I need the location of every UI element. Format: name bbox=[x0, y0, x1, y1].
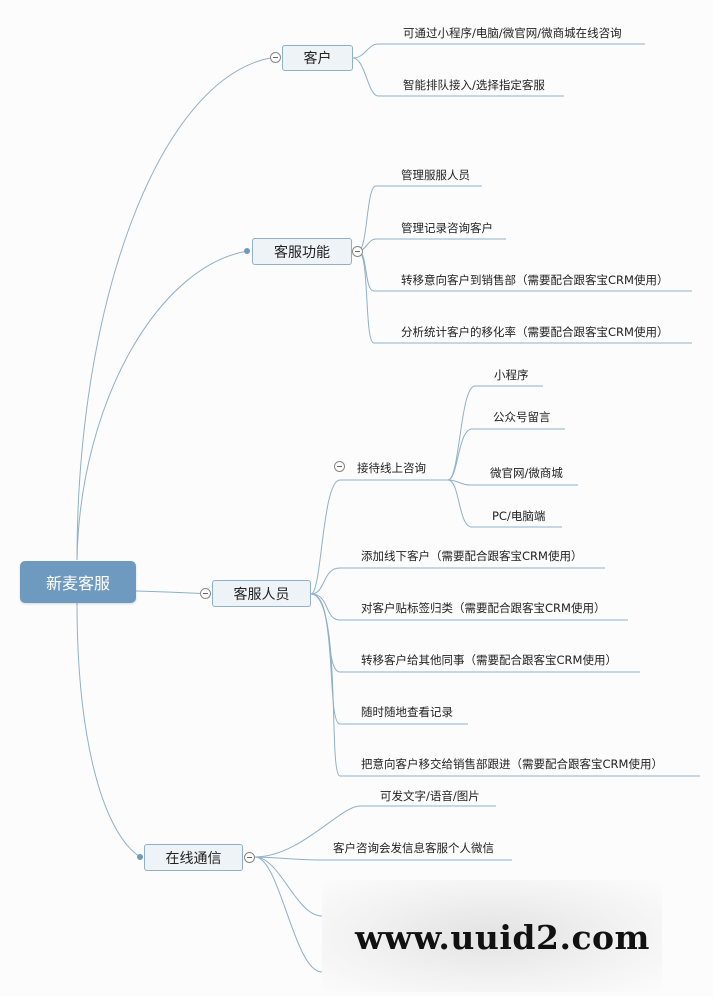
collapse-icon[interactable] bbox=[352, 246, 363, 257]
online-channel-item[interactable]: 公众号留言 bbox=[493, 410, 551, 424]
connector-root-customer bbox=[76, 57, 271, 561]
connector-dot bbox=[137, 854, 143, 860]
staff-item[interactable]: 随时随地查看记录 bbox=[361, 705, 453, 719]
branch-comm[interactable]: 在线通信 bbox=[144, 844, 243, 871]
branch-customer-label: 客户 bbox=[303, 51, 332, 67]
branch-comm-label: 在线通信 bbox=[165, 850, 222, 867]
customer-item[interactable]: 可通过小程序/电脑/微官网/微商城在线咨询 bbox=[403, 26, 622, 40]
collapse-icon[interactable] bbox=[334, 461, 345, 472]
staff-item[interactable]: 对客户贴标签归类（需要配合跟客宝CRM使用） bbox=[361, 601, 606, 615]
service-item[interactable]: 分析统计客户的移化率（需要配合跟客宝CRM使用） bbox=[401, 325, 669, 339]
connector-root-service bbox=[76, 250, 249, 561]
connector-root-comm bbox=[76, 602, 141, 858]
service-item[interactable]: 转移意向客户到销售部（需要配合跟客宝CRM使用） bbox=[401, 273, 669, 287]
collapse-icon[interactable] bbox=[200, 588, 211, 599]
branch-service[interactable]: 客服功能 bbox=[252, 238, 352, 265]
connector-dot bbox=[244, 248, 250, 254]
online-channel-item[interactable]: 小程序 bbox=[494, 368, 529, 382]
watermark-blur bbox=[322, 880, 662, 992]
branch-service-label: 客服功能 bbox=[274, 244, 330, 261]
staff-item[interactable]: 添加线下客户（需要配合跟客宝CRM使用） bbox=[361, 549, 583, 563]
online-channel-item[interactable]: 微官网/微商城 bbox=[490, 466, 563, 480]
service-item[interactable]: 管理记录咨询客户 bbox=[401, 221, 493, 235]
branch-customer[interactable]: 客户 bbox=[282, 45, 353, 71]
comm-item[interactable]: 客户咨询会发信息客服个人微信 bbox=[333, 841, 494, 855]
branch-staff[interactable]: 客服人员 bbox=[212, 580, 311, 607]
root-node[interactable]: 新麦客服 bbox=[20, 561, 136, 603]
watermark-text: www.uuid2.com bbox=[355, 918, 650, 957]
online-channel-item[interactable]: PC/电脑端 bbox=[492, 509, 546, 523]
staff-item[interactable]: 把意向客户移交给销售部跟进（需要配合跟客宝CRM使用） bbox=[361, 757, 663, 771]
branch-staff-label: 客服人员 bbox=[233, 586, 290, 603]
staff-online-label[interactable]: 接待线上咨询 bbox=[357, 461, 426, 475]
service-item[interactable]: 管理服服人员 bbox=[401, 168, 470, 182]
collapse-icon[interactable] bbox=[270, 52, 281, 63]
root-label: 新麦客服 bbox=[45, 574, 110, 593]
comm-item[interactable]: 可发文字/语音/图片 bbox=[380, 789, 480, 803]
collapse-icon[interactable] bbox=[244, 852, 255, 863]
staff-item[interactable]: 转移客户给其他同事（需要配合跟客宝CRM使用） bbox=[361, 653, 617, 667]
customer-item[interactable]: 智能排队接入/选择指定客服 bbox=[403, 78, 545, 92]
